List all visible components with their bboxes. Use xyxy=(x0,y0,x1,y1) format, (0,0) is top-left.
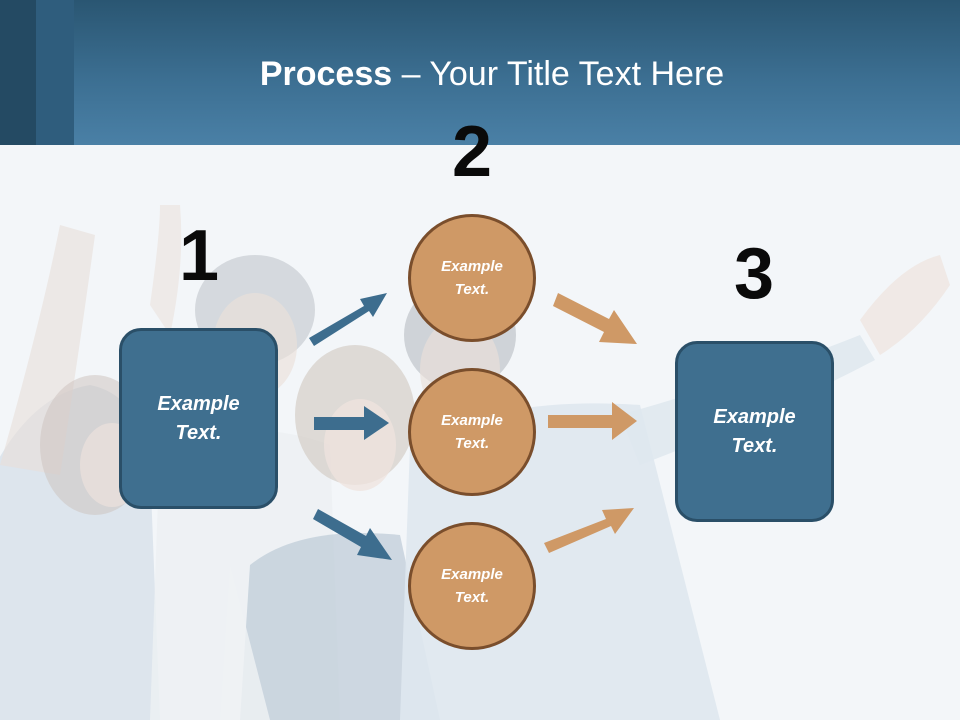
slide-title: Process – Your Title Text Here xyxy=(0,52,960,96)
process-circle-1: Example Text. xyxy=(408,214,536,342)
process-circle-3-label: Example Text. xyxy=(441,566,503,606)
process-circle-3: Example Text. xyxy=(408,522,536,650)
process-box-right: Example Text. xyxy=(675,341,834,522)
title-bar: Process – Your Title Text Here xyxy=(0,0,960,145)
title-bold-text: Process xyxy=(259,55,393,93)
step-number-3: 3 xyxy=(733,234,775,314)
title-rest-text: – Your Title Text Here xyxy=(392,55,725,93)
process-circle-1-label: Example Text. xyxy=(441,258,503,298)
header-accent-stripe-light xyxy=(36,0,74,145)
process-circle-2-label: Example Text. xyxy=(441,412,503,452)
step-number-2: 2 xyxy=(451,112,493,192)
process-circle-2: Example Text. xyxy=(408,368,536,496)
process-box-left-label: Example Text. xyxy=(157,392,240,444)
header-accent-stripe xyxy=(0,0,36,145)
process-box-right-label: Example Text. xyxy=(713,405,796,457)
step-number-1: 1 xyxy=(178,216,220,296)
process-box-left: Example Text. xyxy=(119,328,278,509)
